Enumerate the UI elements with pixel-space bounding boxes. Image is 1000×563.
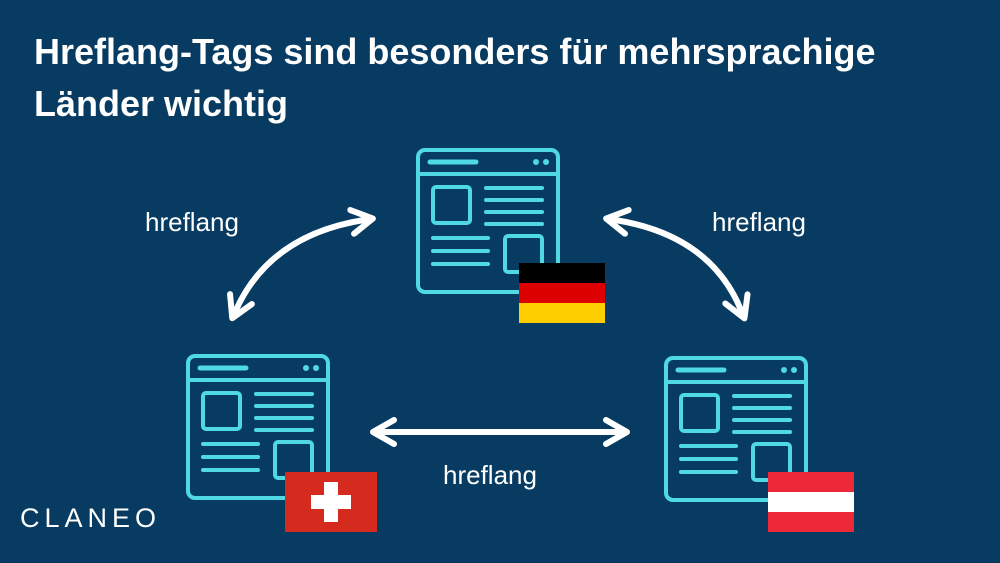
arrow-top-left — [227, 207, 376, 322]
arrow-top-right — [603, 207, 751, 322]
page-title: Hreflang-Tags sind besonders für mehrspr… — [34, 31, 876, 124]
hreflang-label-bottom: hreflang — [443, 460, 537, 490]
flag-austria-icon — [768, 472, 854, 532]
flag-germany-icon — [519, 263, 605, 323]
hreflang-label-top-left: hreflang — [145, 207, 239, 237]
flag-switzerland-icon — [285, 472, 377, 532]
claneo-logo: CLANEO — [20, 503, 162, 533]
